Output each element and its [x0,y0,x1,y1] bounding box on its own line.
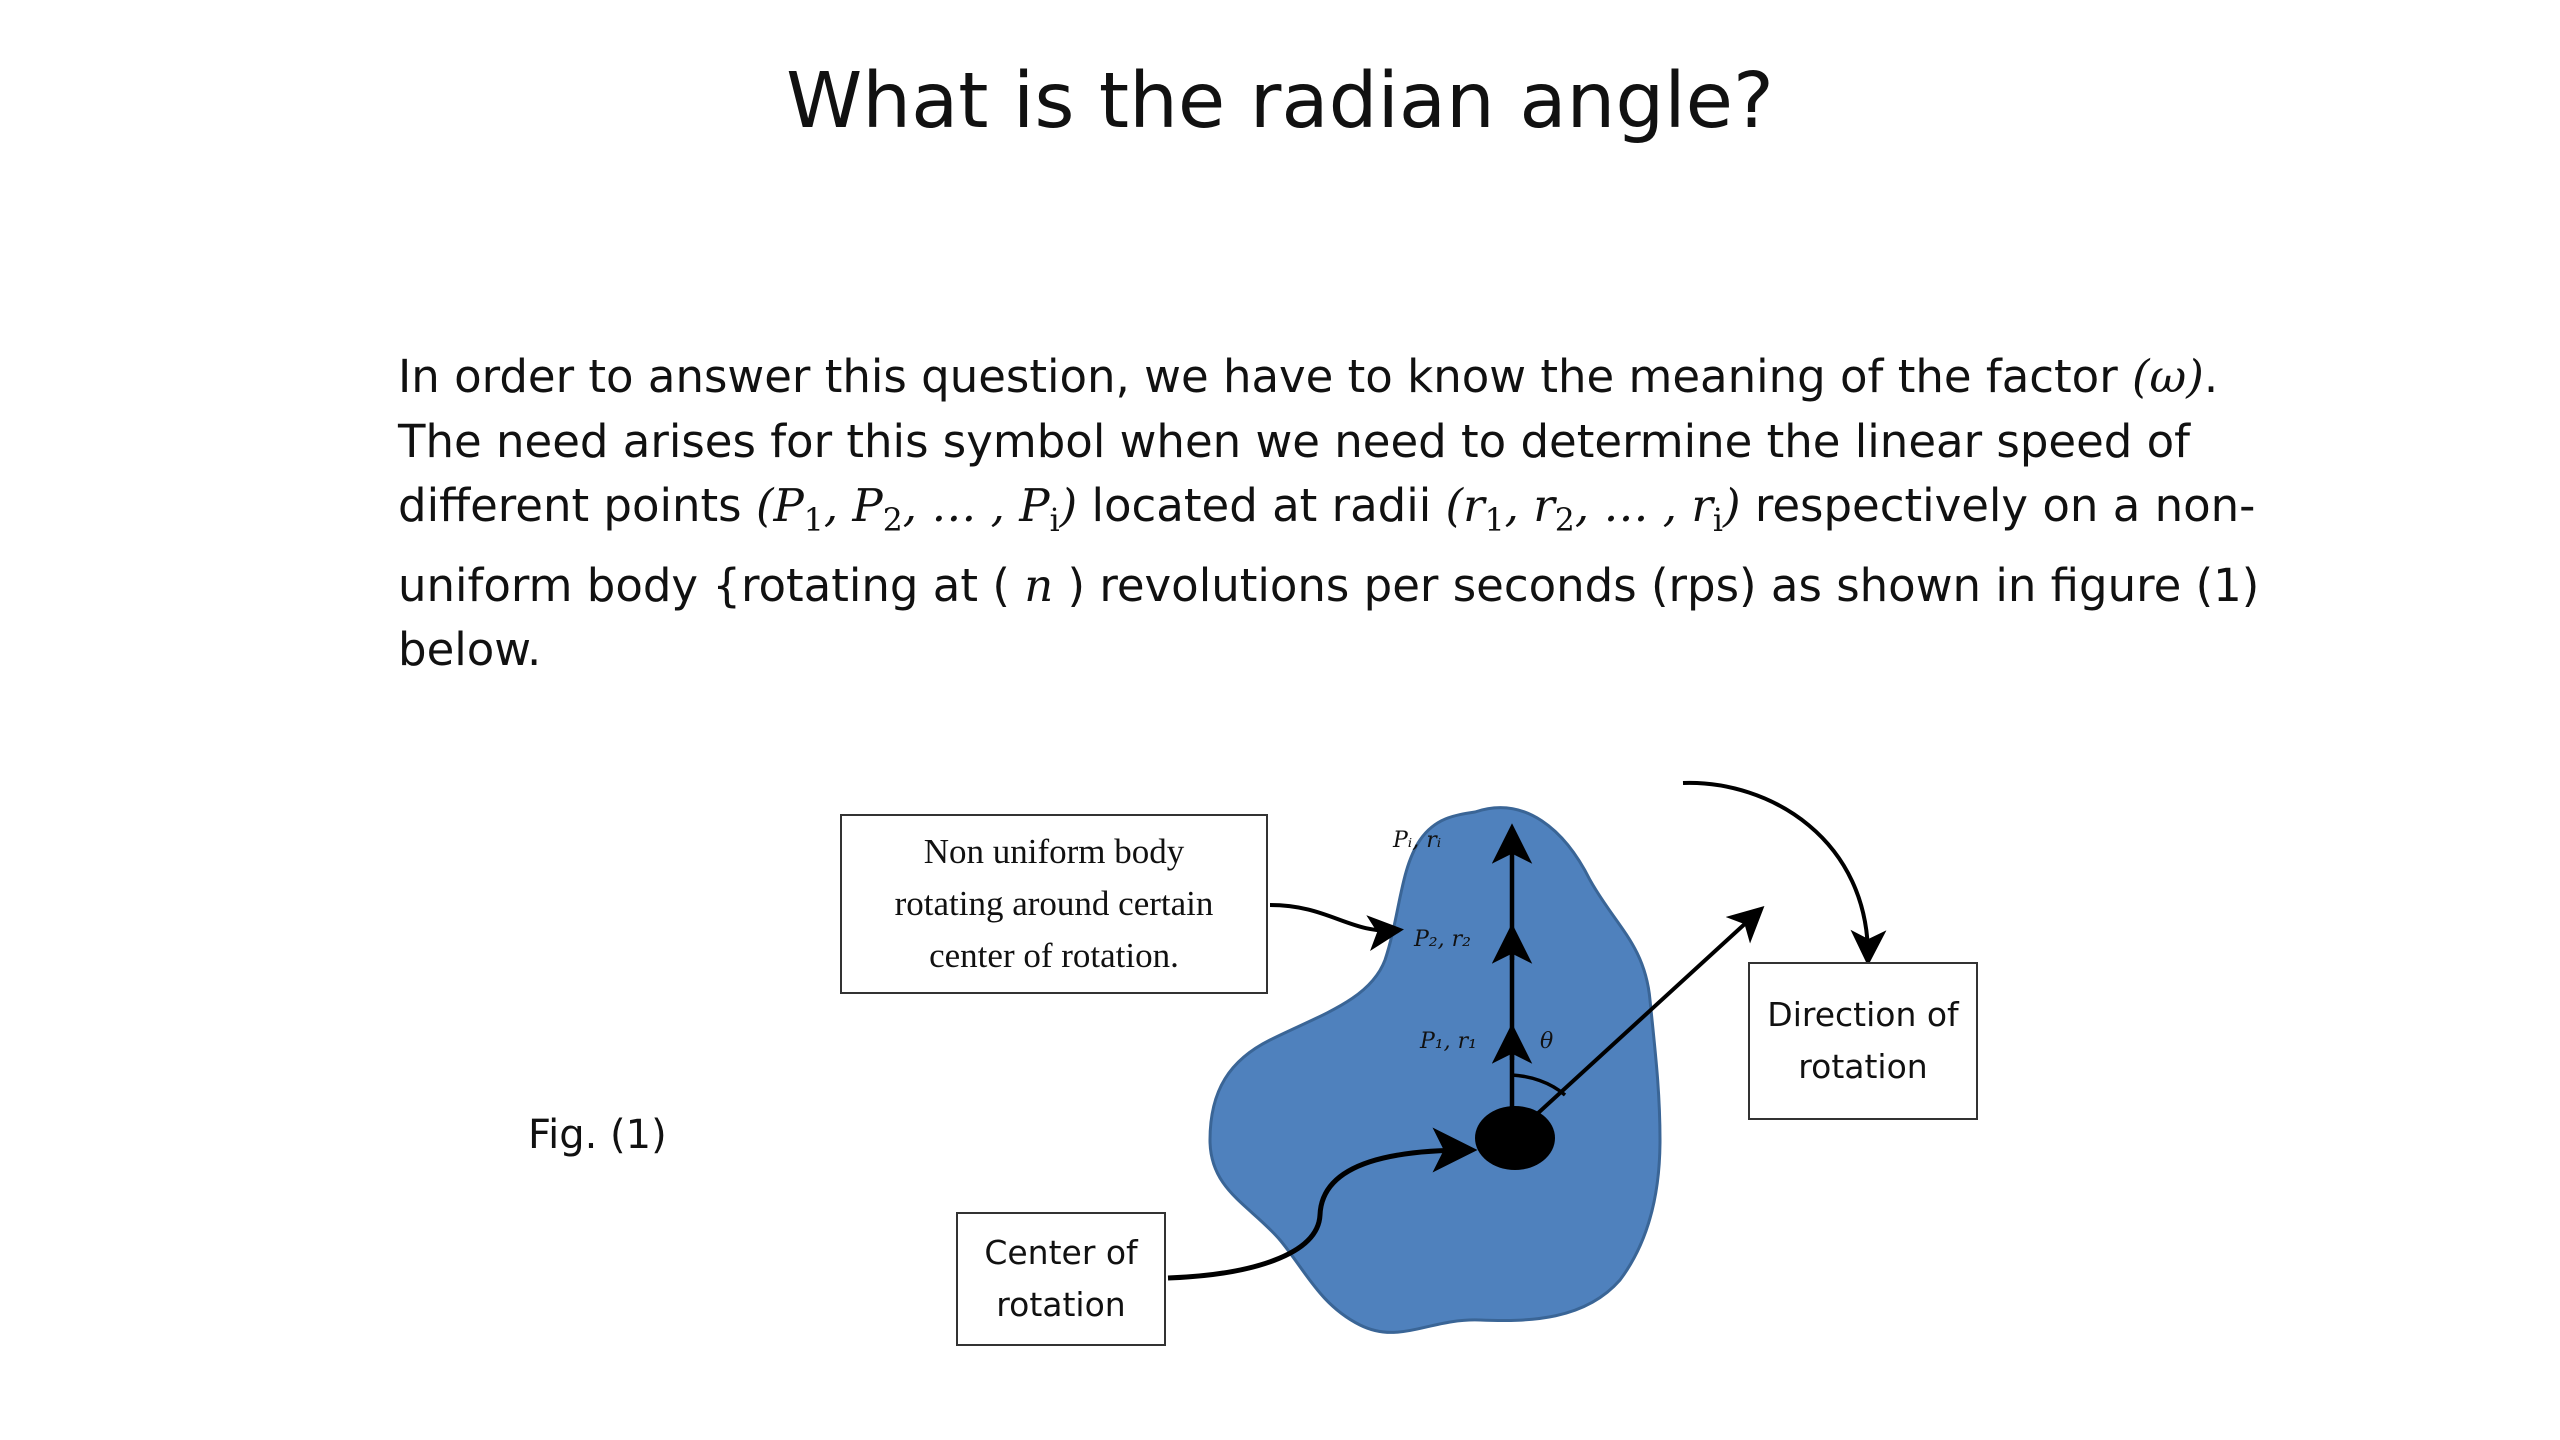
box-line: Non uniform body [923,832,1185,871]
center-of-rotation-text: Center of rotation [984,1227,1137,1331]
box-line: rotation [996,1285,1126,1324]
math-sub: i [1712,503,1723,539]
math-sub: 1 [1484,503,1505,539]
box-line: Direction of [1767,995,1959,1034]
text-run: different points [398,479,756,532]
math-run: , … , P [902,479,1050,532]
direction-of-rotation-text: Direction of rotation [1767,989,1958,1093]
math-sub: 1 [803,503,824,539]
box-line: Center of [984,1233,1138,1272]
math-run: (r [1445,479,1485,532]
paragraph-line-1: In order to answer this question, we hav… [398,345,2218,410]
math-sub: 2 [1554,503,1575,539]
omega-symbol: (ω) [2132,350,2204,403]
body-paragraph: In order to answer this question, we hav… [398,345,2259,683]
angle-arc [1511,1073,1567,1097]
text-run: In order to answer this question, we hav… [398,350,2132,403]
math-run: ) [1722,479,1741,532]
text-run: respectively on a non- [1740,479,2256,532]
paragraph-line-4: uniform body {rotating at ( n ) revoluti… [398,554,2259,619]
body-description-box: Non uniform body rotating around certain… [840,814,1268,994]
box-line: center of rotation. [929,936,1179,975]
math-run: (P [755,479,804,532]
center-of-rotation-dot [1475,1106,1555,1170]
rotation-direction-arrow [1682,780,1887,966]
math-sub: i [1049,503,1060,539]
paragraph-line-3: different points (P1, P2, … , Pi) locate… [398,474,2255,554]
body-description-text: Non uniform body rotating around certain… [895,826,1214,982]
box-line: rotation [1798,1047,1928,1086]
math-run: ) [1059,479,1078,532]
direction-of-rotation-box: Direction of rotation [1748,962,1978,1120]
box-line: rotating around certain [894,884,1214,923]
n-symbol: n [1024,558,1054,612]
text-run: uniform body {rotating at ( [398,558,1025,612]
center-pointer-arrow [1167,1127,1478,1281]
radii-expression: (r1, r2, … , ri) [1445,479,1741,539]
paragraph-line-5: below. [398,623,542,676]
text-run: ) revolutions per seconds (rps) as shown… [1053,558,2260,612]
text-run: . [2203,350,2219,403]
point-label-1: P₁, r₁ [1419,1029,1477,1054]
paragraph-line-2: The need arises for this symbol when we … [398,414,2191,468]
theta-label: θ [1540,1029,1553,1054]
angled-radius-line [1523,905,1765,1127]
math-sub: 2 [882,503,903,539]
figure-label: Fig. (1) [528,1112,667,1158]
math-run: , r [1504,479,1555,532]
center-of-rotation-box: Center of rotation [956,1212,1166,1346]
point-label-2: P₂, r₂ [1413,927,1471,952]
body-pointer-arrow [1269,903,1404,951]
non-uniform-body-shape [1208,806,1662,1334]
text-run: located at radii [1077,479,1446,532]
math-run: , … , r [1574,479,1713,532]
point-label-i: Pᵢ, rᵢ [1392,828,1441,853]
points-expression: (P1, P2, … , Pi) [755,479,1078,539]
slide-title: What is the radian angle? [786,57,1774,146]
math-run: , P [823,479,883,532]
